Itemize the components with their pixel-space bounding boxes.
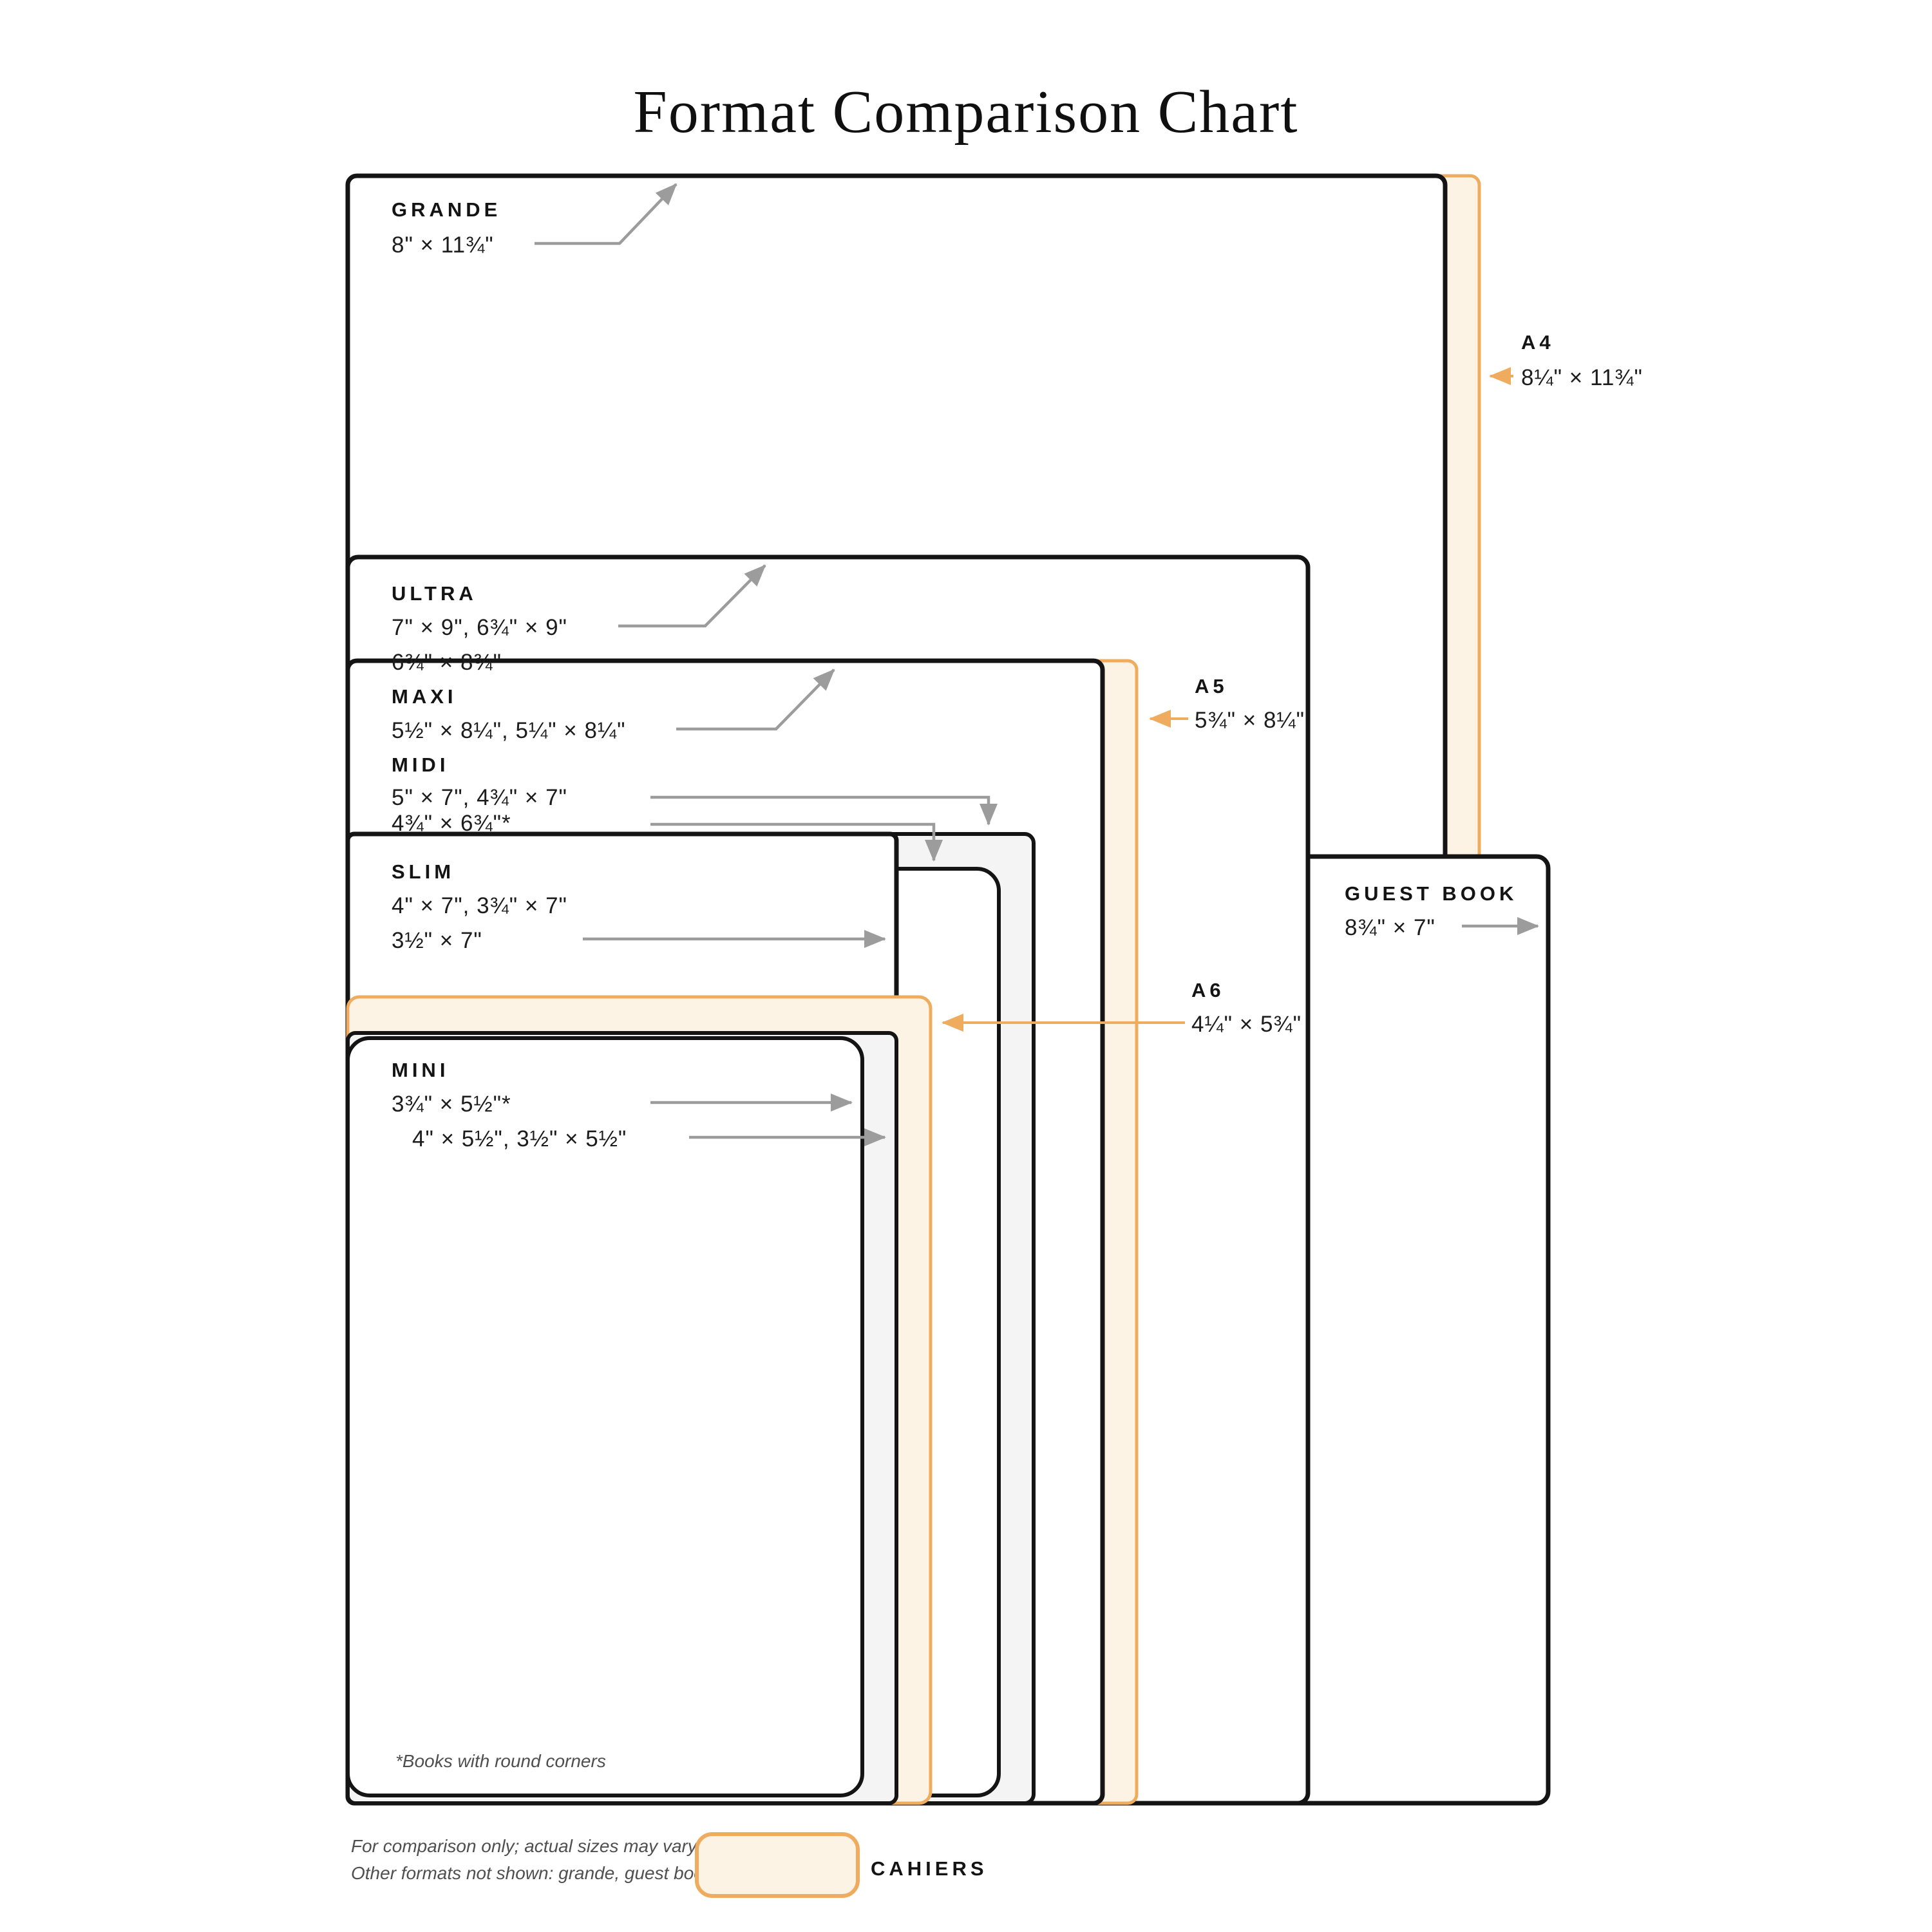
maxi-arrow: [676, 668, 835, 731]
a6-name-label: A6: [1191, 979, 1225, 1001]
a6-dims-label: 4¼" × 5¾": [1191, 1012, 1302, 1037]
mini-dims2-label: 4" × 5½", 3½" × 5½": [412, 1126, 627, 1151]
grande-dims-label: 8" × 11¾": [392, 232, 494, 258]
ultra-name-label: ULTRA: [392, 582, 477, 605]
ultra-dims2-label: 6¾" × 8¾": [392, 650, 502, 675]
a4-name-label: A4: [1521, 331, 1555, 354]
midi-arrow-1: [650, 795, 998, 826]
cahiers-legend-label: CAHIERS: [871, 1857, 988, 1880]
a4-dims-label: 8¼" × 11¾": [1521, 365, 1643, 390]
a5-name-label: A5: [1195, 675, 1228, 697]
round-corners-footnote: *Books with round corners: [395, 1751, 606, 1771]
grande-name-label: GRANDE: [392, 198, 501, 221]
midi-name-label: MIDI: [392, 753, 449, 776]
mini-dims1-label: 3¾" × 5½"*: [392, 1092, 511, 1117]
mini-round-corner-box: [346, 1036, 864, 1797]
ultra-dims1-label: 7" × 9", 6¾" × 9": [392, 615, 567, 640]
disclaimer-line-1: For comparison only; actual sizes may va…: [351, 1836, 698, 1856]
a5-dims-label: 5¾" × 8¼": [1195, 708, 1305, 733]
guest-book-name-label: GUEST BOOK: [1345, 882, 1517, 905]
maxi-name-label: MAXI: [392, 685, 457, 708]
mini-name-label: MINI: [392, 1059, 449, 1081]
ultra-arrow: [618, 564, 766, 628]
guest-book-dims-label: 8¾" × 7": [1345, 915, 1435, 940]
maxi-dims-label: 5½" × 8¼", 5¼" × 8¼": [392, 718, 626, 743]
slim-name-label: SLIM: [392, 860, 455, 883]
midi-dims2-label: 4¾" × 6¾"*: [392, 811, 511, 836]
slim-dims1-label: 4" × 7", 3¾" × 7": [392, 893, 567, 918]
midi-arrow-2: [650, 822, 943, 862]
page-title: Format Comparison Chart: [634, 79, 1299, 146]
midi-dims1-label: 5" × 7", 4¾" × 7": [392, 785, 567, 810]
grande-arrow: [535, 183, 677, 245]
cahiers-legend-swatch: [695, 1832, 860, 1898]
slim-dims2-label: 3½" × 7": [392, 928, 482, 953]
